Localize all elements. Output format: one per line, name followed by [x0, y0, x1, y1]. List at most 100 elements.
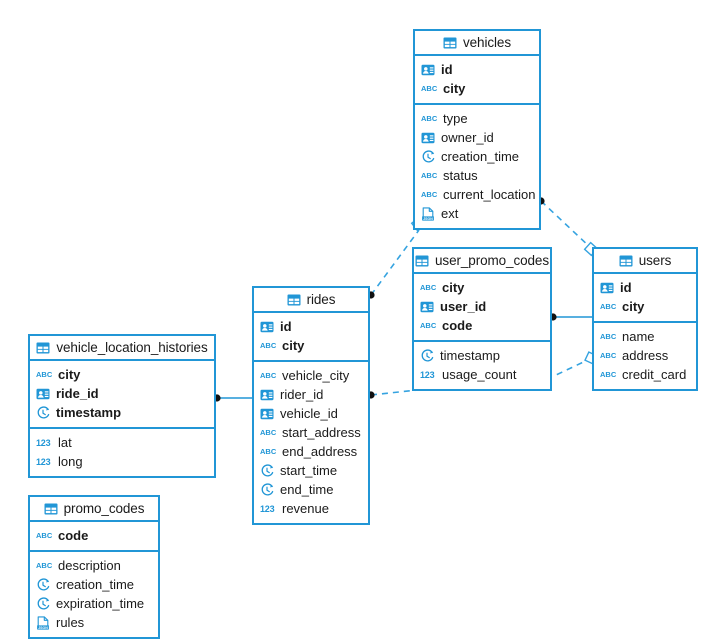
number-123-icon: 123	[36, 437, 51, 448]
table-column[interactable]: creation_time	[415, 147, 539, 166]
table-name-label: users	[638, 253, 672, 268]
table-column[interactable]: end_time	[254, 480, 368, 499]
table-column[interactable]: start_time	[254, 461, 368, 480]
table-icon	[619, 254, 633, 268]
column-name-label: code	[58, 528, 89, 543]
abc-icon: ABC	[600, 370, 617, 379]
primary-key-column[interactable]: user_id	[414, 297, 550, 316]
primary-key-column[interactable]: ride_id	[30, 384, 214, 403]
table-header-vehicles[interactable]: vehicles	[415, 31, 539, 56]
table-header-user_promo_codes[interactable]: user_promo_codes	[414, 249, 550, 274]
primary-key-column[interactable]: ABC city	[415, 79, 539, 98]
table-column[interactable]: expiration_time	[30, 594, 158, 613]
column-name-label: vehicle_id	[280, 406, 338, 421]
primary-key-column[interactable]: ABC code	[30, 526, 158, 545]
abc-icon: ABC	[600, 302, 617, 311]
table-name-label: vehicle_location_histories	[56, 340, 208, 355]
abc-icon: ABC	[600, 351, 617, 360]
json-file-icon: JSON	[421, 206, 435, 221]
clock-icon	[36, 405, 50, 420]
contact-card-icon	[260, 388, 274, 402]
clock-icon	[421, 149, 435, 164]
table-header-promo_codes[interactable]: promo_codes	[30, 497, 158, 522]
abc-icon: ABC	[260, 428, 277, 437]
contact-card-icon	[420, 300, 434, 314]
column-name-label: ride_id	[56, 386, 99, 401]
table-column[interactable]: vehicle_id	[254, 404, 368, 423]
primary-key-column[interactable]: timestamp	[30, 403, 214, 422]
table-header-vehicle_location_histories[interactable]: vehicle_location_histories	[30, 336, 214, 361]
column-name-label: rules	[56, 615, 85, 630]
relationship-vlh-rides[interactable]	[213, 394, 252, 402]
column-name-label: long	[58, 454, 83, 469]
table-icon	[415, 254, 429, 268]
abc-icon: ABC	[36, 370, 53, 379]
table-column[interactable]: rider_id	[254, 385, 368, 404]
column-name-label: expiration_time	[56, 596, 145, 611]
table-column[interactable]: timestamp	[414, 346, 550, 365]
primary-key-column[interactable]: id	[415, 60, 539, 79]
primary-key-column[interactable]: ABC code	[414, 316, 550, 335]
number-123-icon: 123	[420, 369, 435, 380]
abc-icon: ABC	[260, 341, 277, 350]
column-name-label: timestamp	[440, 348, 500, 363]
abc-icon: ABC	[260, 447, 277, 456]
table-header-rides[interactable]: rides	[254, 288, 368, 313]
table-icon	[443, 36, 457, 50]
relationship-upc-users[interactable]	[549, 313, 592, 321]
number-123-icon: 123	[260, 503, 275, 514]
column-name-label: city	[442, 280, 465, 295]
primary-key-column[interactable]: id	[594, 278, 696, 297]
column-name-label: end_time	[280, 482, 334, 497]
column-name-label: end_address	[282, 444, 358, 459]
abc-icon: ABC	[420, 321, 437, 330]
clock-icon	[36, 577, 50, 592]
table-header-users[interactable]: users	[594, 249, 696, 274]
table-column[interactable]: ABC end_address	[254, 442, 368, 461]
column-name-label: id	[620, 280, 632, 295]
abc-icon: ABC	[421, 171, 438, 180]
table-column[interactable]: owner_id	[415, 128, 539, 147]
column-name-label: city	[58, 367, 81, 382]
column-name-label: address	[622, 348, 669, 363]
abc-icon: ABC	[36, 531, 53, 540]
contact-card-icon	[421, 131, 435, 145]
abc-icon: ABC	[36, 561, 53, 570]
primary-key-column[interactable]: ABC city	[30, 365, 214, 384]
column-name-label: type	[443, 111, 468, 126]
column-name-label: city	[443, 81, 466, 96]
primary-key-column[interactable]: id	[254, 317, 368, 336]
clock-icon	[260, 482, 274, 497]
abc-icon: ABC	[421, 84, 438, 93]
table-icon	[36, 341, 50, 355]
column-name-label: code	[442, 318, 473, 333]
table-column[interactable]: ABC address	[594, 346, 696, 365]
table-column[interactable]: creation_time	[30, 575, 158, 594]
